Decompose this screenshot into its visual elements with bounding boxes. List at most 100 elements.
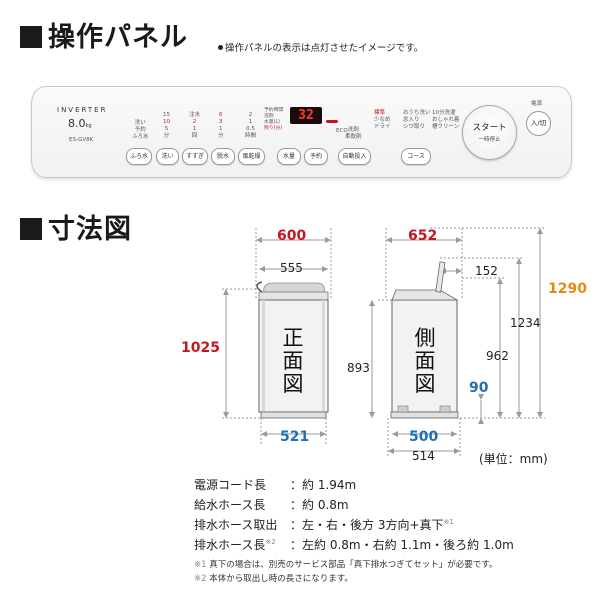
- side-body-height-value: 893: [347, 361, 370, 375]
- air-dry-button[interactable]: 風乾燥: [238, 148, 265, 165]
- spin-button[interactable]: 脱水: [211, 148, 235, 165]
- heading-square-icon: [20, 218, 42, 240]
- side-view-machine: [390, 261, 459, 419]
- capacity-value: 8.0: [68, 117, 86, 130]
- course-label: 10分洗濯: [432, 110, 456, 116]
- auto-label: 洗剤: [347, 127, 359, 133]
- course-list-col1: 標準 少なめ ドライ: [374, 110, 391, 131]
- course-button[interactable]: コース: [401, 148, 431, 165]
- col-label-text: 2: [248, 112, 253, 118]
- side-base-depth-value: 500: [409, 429, 439, 445]
- footnote-mark: ※1: [194, 560, 207, 570]
- col-label-text: 回: [191, 133, 198, 139]
- col-label-wash: 洗い 予約 ふろ水: [132, 120, 149, 141]
- pause-label: 一時停止: [478, 137, 501, 143]
- footnote-1: ※1 真下の場合は、別売のサービス部品「真下排水つぎてセット」が必要です。: [194, 558, 497, 570]
- panel-note-text: 操作パネルの表示は点灯させたイメージです。: [225, 43, 424, 54]
- course-label: 少なめ: [374, 117, 391, 123]
- front-base-width-value: 521: [280, 429, 310, 445]
- col-label-text: 3: [219, 119, 223, 125]
- bath-water-button[interactable]: ふろ水: [126, 148, 152, 165]
- col-label-dry: 2 1 0.5 時間: [245, 112, 256, 140]
- panel-section-heading: 操作パネル: [20, 22, 188, 54]
- course-label: シワ取り: [403, 124, 426, 130]
- col-label-text: 分: [218, 133, 224, 139]
- spec-row-supply-hose: 給水ホース長：約 0.8m: [194, 496, 349, 513]
- col-label-text: 1: [248, 119, 253, 125]
- side-total-height-value: 1290: [548, 281, 587, 297]
- power-button[interactable]: 入/切: [526, 111, 551, 136]
- spec-label: 排水ホース長: [194, 538, 266, 552]
- footnote-mark: ※2: [194, 574, 207, 584]
- eco-indicator-bar: [326, 120, 338, 123]
- bullet-icon: [218, 45, 223, 50]
- dim-section-heading: 寸法図: [20, 214, 132, 246]
- col-label-text: 1: [192, 126, 197, 132]
- heading-square-icon: [20, 26, 42, 48]
- dimension-arrowheads: [223, 228, 543, 454]
- col-label-text: 15: [163, 112, 170, 118]
- auto-label: 柔軟剤: [345, 134, 362, 140]
- water-level-button[interactable]: 水量: [277, 148, 301, 165]
- start-pause-button[interactable]: スタート 一時停止: [462, 105, 517, 160]
- spec-value: ：左約 0.8m・右約 1.1m・後ろ約 1.0m: [290, 538, 514, 552]
- side-lid-offset-value: 152: [475, 264, 498, 278]
- footnote-text: 真下の場合は、別売のサービス部品「真下排水つぎてセット」が必要です。: [209, 560, 498, 570]
- spec-value: ：左・右・後方 3方向+真下: [290, 518, 444, 532]
- auto-dispense-labels: 洗剤 柔軟剤: [345, 127, 362, 141]
- col-label-text: 5: [164, 126, 169, 132]
- display-label: 予約時間: [264, 108, 284, 113]
- dim-heading-text: 寸法図: [48, 214, 132, 245]
- side-bottom-height-value: 90: [469, 380, 489, 396]
- rinse-button[interactable]: すすぎ: [182, 148, 208, 165]
- col-label-text: 洗い: [134, 120, 146, 126]
- col-label-text: 分: [163, 133, 170, 139]
- col-label-text: 0.5: [246, 126, 255, 132]
- spec-label: 給水ホース長: [194, 498, 266, 512]
- col-label-text: 予約: [134, 127, 146, 133]
- front-view-machine: [256, 281, 329, 419]
- spec-row-power-cord: 電源コード長：約 1.94m: [194, 476, 356, 493]
- course-label: ドライ: [374, 124, 391, 130]
- brand-label: INVERTER: [57, 106, 108, 114]
- wash-button[interactable]: 洗い: [156, 148, 179, 165]
- capacity-label: 8.0kg: [68, 117, 92, 133]
- power-top-label: 電源: [531, 101, 543, 107]
- spec-label: 排水ホース取出: [194, 518, 278, 532]
- col-label-wash-time: 15 10 5 分: [163, 112, 170, 140]
- panel-heading-text: 操作パネル: [48, 22, 188, 53]
- panel-note: 操作パネルの表示は点灯させたイメージです。: [218, 40, 423, 54]
- course-label: おしゃれ着: [432, 117, 460, 123]
- front-view-label: 正面図: [282, 326, 304, 396]
- front-inner-width-value: 555: [280, 261, 303, 275]
- footnote-text: 本体から取出し時の長さになります。: [209, 574, 353, 584]
- led-display: 32: [290, 107, 322, 124]
- unit-label: (単位：mm): [479, 452, 548, 466]
- auto-dispense-button[interactable]: 自動投入: [338, 148, 371, 165]
- display-label: 残り(分): [264, 126, 283, 131]
- side-lid-height-value: 1234: [510, 316, 541, 330]
- front-height-value: 1025: [181, 340, 220, 356]
- eco-label: ECO: [336, 128, 348, 134]
- timer-button[interactable]: 予約: [304, 148, 328, 165]
- spec-row-drain-hose: 排水ホース長※2 ：左約 0.8m・右約 1.1m・後ろ約 1.0m: [194, 536, 514, 553]
- course-label: 標準: [374, 110, 386, 116]
- course-label: 念入り: [403, 117, 420, 123]
- spec-value: ：約 1.94m: [290, 478, 357, 492]
- side-base-outer-value: 514: [412, 449, 435, 463]
- display-side-labels: 予約時間 洗剤 水量(L) 残り(分): [264, 108, 283, 132]
- model-label: ES-GV8K: [69, 137, 94, 143]
- footnote-2: ※2 本体から取出し時の長さになります。: [194, 572, 353, 584]
- spec-footnote-mark: ※2: [265, 538, 276, 546]
- spec-footnote-mark: ※1: [443, 518, 454, 526]
- col-label-rinse: 注水 2 1 回: [189, 112, 200, 140]
- course-list-col3: 10分洗濯 おしゃれ着 槽クリーン: [432, 110, 460, 131]
- col-label-text: 1: [219, 126, 223, 132]
- course-list-col2: おうち洗い 念入り シワ取り: [403, 110, 431, 131]
- front-width-value: 600: [277, 228, 307, 244]
- side-depth-value: 652: [408, 228, 438, 244]
- col-label-text: 2: [192, 119, 197, 125]
- side-inner-height-value: 962: [486, 349, 509, 363]
- start-label: スタート: [472, 123, 507, 133]
